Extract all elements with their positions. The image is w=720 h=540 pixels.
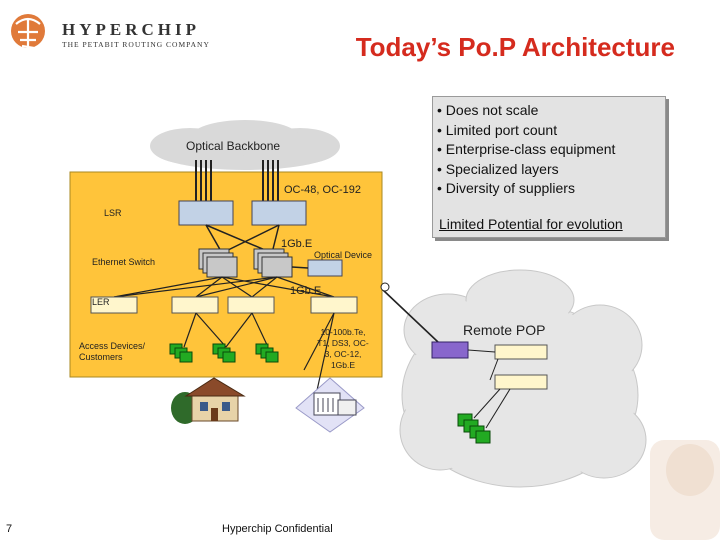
limitations-callout: Does not scale Limited port count Enterp… [432,96,666,238]
bullet-item: Diversity of suppliers [437,179,615,199]
access-device-2 [212,343,236,363]
access-speeds-label: 10-100b.Te, T1, DS3, OC- 3, OC-12, 1Gb.E [317,327,369,370]
bullet-item: Limited port count [437,121,615,141]
bullet-item: Enterprise-class equipment [437,140,616,160]
lsr-box-2 [251,200,307,226]
ethernet-switch-label: Ethernet Switch [92,257,156,267]
oc-link-label: OC-48, OC-192 [284,184,362,196]
hyperchip-logo-icon [11,14,45,50]
office-building-icon [295,377,365,433]
optical-device [307,259,343,277]
access-device-1 [169,343,193,363]
optical-backbone-cloud [150,120,340,170]
remote-ler-box [431,341,469,359]
remote-switch-1 [494,344,548,360]
ler-label: LER [92,297,110,307]
ethernet-switch-1 [198,248,238,278]
brand-name: HYPERCHIP [62,20,200,39]
lsr-label: LSR [104,208,122,218]
limitations-list: Does not scale Limited port count Enterp… [437,101,616,199]
ler-box-2 [171,296,219,314]
access-devices-label: Access Devices/ Customers [79,341,146,362]
optical-device-label: Optical Device [314,250,373,260]
ler-box-1 [90,296,138,314]
gbe-mid-label: 1Gb.E [290,285,322,297]
lsr-box-1 [178,200,234,226]
ler-box-3 [227,296,275,314]
optical-backbone-label: Optical Backbone [186,139,281,153]
remote-switch-2 [494,374,548,390]
footer-confidential: Hyperchip Confidential [222,523,333,535]
ler-box-4 [310,296,358,314]
brand-tagline: THE PETABIT ROUTING COMPANY [62,40,210,49]
bullet-item: Does not scale [437,101,615,121]
house-icon [171,377,246,424]
limited-potential-text: Limited Potential for evolution [439,216,623,232]
ethernet-switch-2 [253,248,293,278]
gbe-top-label: 1Gb.E [281,238,313,250]
slide-number: 7 [6,523,13,535]
remote-access-device [457,413,491,444]
remote-pop-label: Remote POP [463,322,546,338]
mascot-watermark-icon [650,440,720,540]
bullet-item: Specialized layers [437,160,615,180]
access-device-3 [255,343,279,363]
slide-title: Today’s Po.P Architecture [355,32,675,62]
